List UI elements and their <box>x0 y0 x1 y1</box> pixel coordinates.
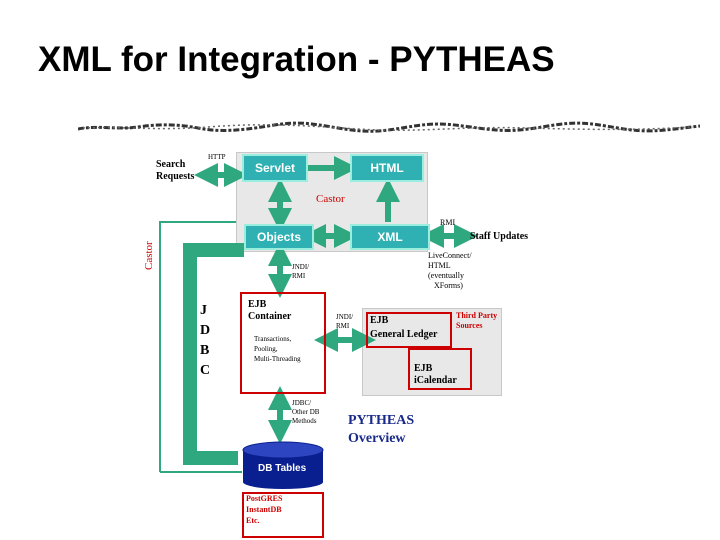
general-ledger-box <box>366 312 452 348</box>
icalendar-line1: EJB <box>414 363 433 374</box>
jndi-rmi-top-line1: JNDI/ <box>292 263 310 271</box>
db-cylinder <box>242 441 324 489</box>
search-requests-line1: Search <box>156 159 186 170</box>
jndi-rmi-mid-line2: RMI <box>336 322 350 330</box>
staff-updates-label: Staff Updates <box>470 231 529 242</box>
http-label: HTTP <box>208 153 226 161</box>
db-list-line2: InstantDB <box>246 505 282 514</box>
icalendar-box <box>408 348 472 390</box>
xml-box: XML <box>350 224 430 250</box>
ejb-container-title-line1: EJB <box>248 299 267 310</box>
third-party-line1: Third Party <box>456 311 498 320</box>
ejb-container-desc-line1: Transactions, <box>254 335 292 343</box>
db-tables-label: DB Tables <box>258 463 307 474</box>
jdbc-other-line3: Methods <box>292 417 317 425</box>
jdbc-other-line1: JDBC/ <box>292 399 312 407</box>
third-party-line2: Sources <box>456 321 483 330</box>
castor-side-label: Castor <box>143 241 155 270</box>
jdbc-letter-b: B <box>200 343 210 358</box>
search-requests-line2: Requests <box>156 171 195 182</box>
jdbc-letter-d: D <box>200 323 211 338</box>
db-list-line1: PostGRES <box>246 494 283 503</box>
icalendar-line2: iCalendar <box>414 375 457 386</box>
decorative-divider <box>78 121 700 133</box>
liveconnect-line3: (eventually <box>428 271 464 280</box>
jdbc-pipe <box>183 243 244 465</box>
castor-frame <box>159 221 242 473</box>
general-ledger-line2: General Ledger <box>370 329 438 340</box>
general-ledger-line1: EJB <box>370 315 389 326</box>
ejb-container-box <box>240 292 326 394</box>
liveconnect-line4: XForms) <box>434 281 463 290</box>
pytheas-subtitle: Overview <box>348 431 406 446</box>
jdbc-letter-c: C <box>200 363 211 378</box>
objects-box: Objects <box>244 224 314 250</box>
ejb-container-title-line2: Container <box>248 311 292 322</box>
slide-title: XML for Integration - PYTHEAS <box>38 40 555 79</box>
jdbc-letter-j: J <box>200 303 207 318</box>
db-list-line3: Etc. <box>246 516 260 525</box>
db-list-box <box>242 492 324 538</box>
html-box: HTML <box>350 154 424 182</box>
ejb-panel <box>362 308 502 396</box>
rmi-label: RMI <box>440 218 456 227</box>
jdbc-other-line2: Other DB <box>292 408 320 416</box>
pytheas-title: PYTHEAS <box>348 413 415 428</box>
jndi-rmi-top-line2: RMI <box>292 272 306 280</box>
castor-top-label: Castor <box>316 193 345 205</box>
ejb-container-desc-line3: Multi-Threading <box>254 355 301 363</box>
ejb-container-desc-line2: Pooling, <box>254 345 278 353</box>
jndi-rmi-mid-line1: JNDI/ <box>336 313 354 321</box>
liveconnect-line1: LiveConnect/ <box>428 251 472 260</box>
liveconnect-line2: HTML <box>428 261 451 270</box>
servlet-box: Servlet <box>242 154 308 182</box>
